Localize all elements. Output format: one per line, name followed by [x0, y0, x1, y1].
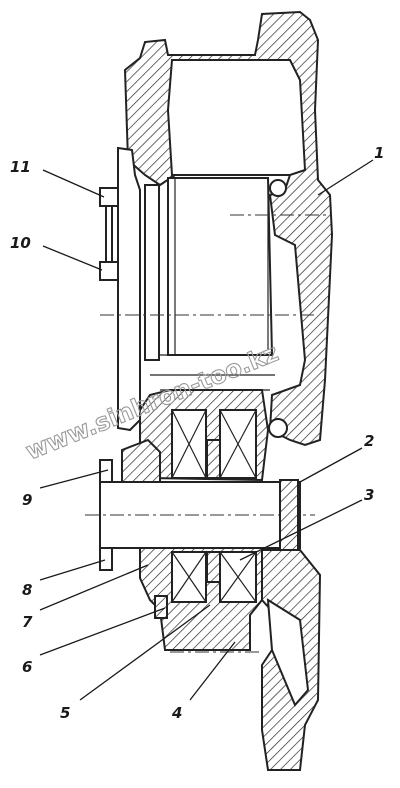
callout-2: 2 — [364, 432, 374, 450]
lock-nut-body — [121, 438, 161, 483]
spacer-ring-upper — [206, 439, 221, 479]
callout-3: 3 — [364, 486, 374, 504]
bearing-cross-upper — [171, 409, 257, 479]
callout-8: 8 — [22, 581, 32, 599]
seal-ring — [268, 418, 288, 438]
bearing-cross-lower — [171, 551, 257, 603]
leader-9 — [39, 469, 109, 489]
callout-9: 9 — [22, 491, 32, 509]
leader-3 — [239, 499, 363, 561]
callout-11: 11 — [10, 158, 31, 176]
callout-1: 1 — [374, 144, 384, 162]
leader-11 — [42, 169, 105, 198]
cover-bolt-shank — [105, 205, 113, 262]
leader-10 — [42, 245, 103, 271]
cover-bolt-head-upper — [99, 187, 119, 207]
callout-5: 5 — [60, 704, 70, 722]
leader-6 — [39, 607, 166, 656]
gear-cavity — [167, 177, 274, 356]
cavity-steps — [150, 178, 275, 391]
callout-7: 7 — [22, 613, 33, 631]
callout-10: 10 — [10, 234, 31, 252]
cover-flange — [144, 184, 160, 361]
cover-plate — [117, 146, 141, 432]
callout-4: 4 — [171, 704, 182, 722]
lock-nut-head-bottom — [99, 547, 113, 571]
callout-6: 6 — [22, 658, 32, 676]
washer-lower — [154, 595, 168, 619]
leader-2 — [299, 447, 363, 483]
housing-inner-void — [166, 59, 307, 176]
spacer-ring-lower — [206, 551, 221, 583]
leader-1 — [317, 159, 374, 196]
leader-4 — [189, 641, 236, 701]
cover-bolt-head-lower — [99, 261, 119, 281]
leader-8 — [39, 559, 106, 581]
leader-5 — [79, 604, 211, 701]
top-ring — [269, 179, 287, 197]
leader-7 — [39, 564, 149, 611]
housing-lower-void — [266, 598, 310, 707]
